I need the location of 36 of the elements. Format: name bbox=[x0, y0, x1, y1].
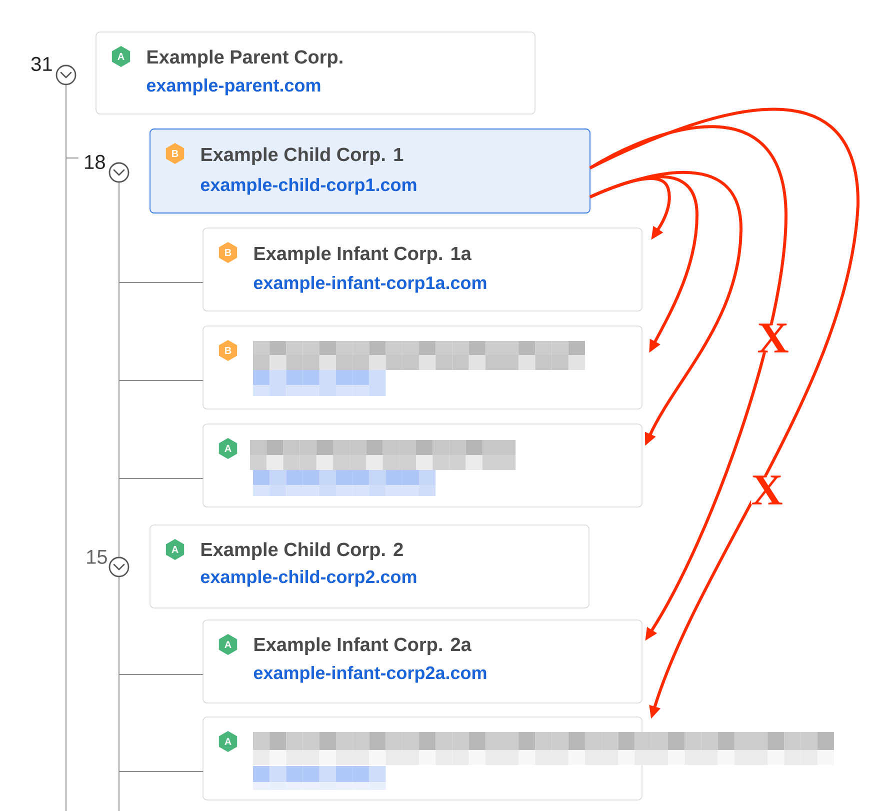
hexagon-badge: A bbox=[166, 539, 184, 560]
chevron-icon bbox=[108, 162, 130, 183]
company-name: Example Infant Corp. 1a bbox=[254, 246, 472, 264]
web-address: example-infant-corp2a.com bbox=[254, 666, 486, 683]
chevron-icon bbox=[108, 556, 130, 578]
hexagon-badge: A bbox=[218, 438, 238, 459]
count-number: 31 bbox=[31, 56, 52, 72]
web-address: example-parent.com bbox=[146, 78, 320, 96]
hexagon-badge: B bbox=[218, 340, 238, 361]
web-address: example-child-corp1.com bbox=[200, 178, 416, 195]
company-card bbox=[150, 128, 590, 214]
company-card bbox=[202, 228, 642, 312]
company-card bbox=[202, 716, 834, 800]
hexagon-badge: A bbox=[218, 634, 238, 655]
company-name: Example Infant Corp. 2a bbox=[254, 637, 472, 655]
chevron-icon bbox=[56, 64, 76, 86]
edge-label: X bbox=[751, 476, 783, 504]
company-name: Example Parent Corp. bbox=[147, 50, 342, 68]
company-card bbox=[202, 326, 642, 410]
company-card bbox=[202, 424, 642, 508]
web-address: example-child-corp2.com bbox=[200, 570, 416, 587]
company-card bbox=[150, 524, 590, 608]
web-address: example-infant-corp1a.com bbox=[254, 276, 486, 293]
hexagon-badge: B bbox=[166, 143, 184, 164]
tree-line bbox=[118, 182, 120, 558]
company-name: Example Child Corp. 1 bbox=[201, 147, 404, 165]
hexagon-badge: A bbox=[218, 731, 238, 752]
count-number: 18 bbox=[85, 154, 105, 170]
hexagon-badge: A bbox=[112, 46, 130, 67]
tree-line bbox=[118, 576, 120, 811]
company-card bbox=[202, 620, 642, 704]
company-name: Example Child Corp. 2 bbox=[201, 542, 403, 560]
hexagon-badge: B bbox=[218, 242, 238, 263]
company-card bbox=[96, 32, 536, 114]
edge-label: X bbox=[757, 324, 789, 352]
count-number: 15 bbox=[87, 550, 107, 564]
